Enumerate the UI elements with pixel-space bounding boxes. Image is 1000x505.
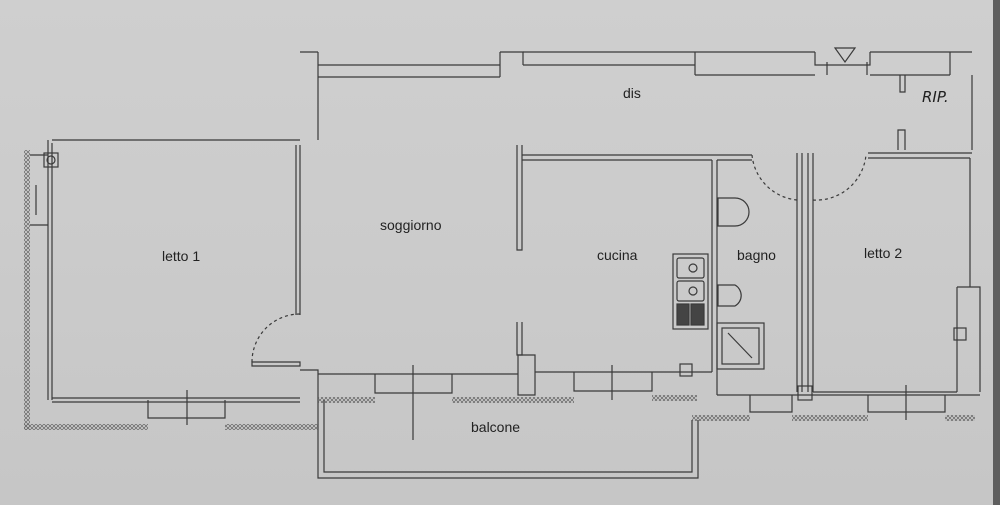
room-label-bagno: bagno (737, 247, 776, 263)
room-label-letto1: letto 1 (162, 248, 201, 264)
room-label-letto2: letto 2 (864, 245, 903, 261)
room-label-dis: dis (623, 85, 641, 101)
room-label-balcone: balcone (471, 419, 521, 435)
room-label-soggiorno: soggiorno (380, 217, 442, 233)
paper-edge-shadow (993, 0, 1000, 505)
room-label-ripostiglio: RIP. (922, 88, 949, 106)
room-label-cucina: cucina (597, 247, 638, 263)
